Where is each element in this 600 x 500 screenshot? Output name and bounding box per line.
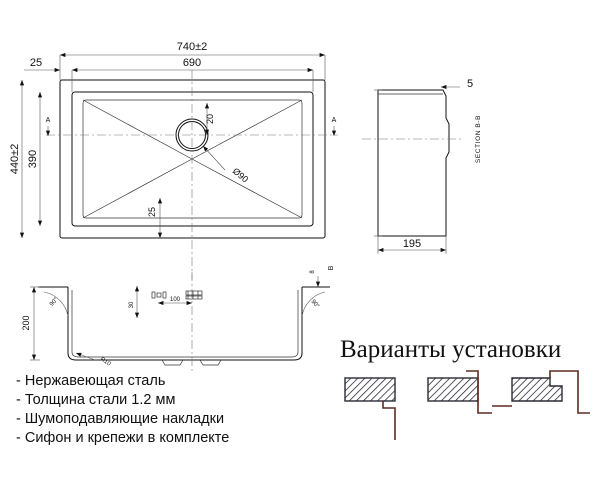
installation-title: Варианты установки [340,336,562,363]
variant2-countertop [427,377,479,402]
feature-item: - Сифон и крепежи в комплекте [16,430,230,446]
dim-section-depth: 195 [403,238,421,250]
dim-drain-height: 30 [129,301,135,308]
installation-variant-1 [344,377,396,440]
section-mark-b: B [328,265,335,270]
dim-inner-width: 690 [183,57,201,69]
section-b-profile [377,89,450,237]
front-drain-dip-left [161,359,184,366]
dim-angle-right: 90° [309,299,320,310]
section-mark-a-right: A [332,117,337,124]
feature-item: - Нержавеющая сталь [16,373,166,389]
sink-bowl-bottom [82,99,303,219]
dim-edge-offset: 25 [30,57,42,69]
section-mark-a-left: A [46,117,51,124]
features-list: - Нержавеющая сталь - Толщина стали 1.2 … [16,372,306,448]
dim-outer-width: 740±2 [177,41,208,53]
front-bowl-inner [71,290,299,358]
variant3-sink-profile [549,370,590,414]
angle-arc-right [301,291,326,317]
dim-inner-height: 390 [27,150,39,168]
drain-detail-glyphs [151,290,203,300]
dim-drain-offset-bottom: 25 [147,207,157,217]
variant1-sink-profile [382,401,396,440]
variant2-sink-profile [466,370,492,414]
variant1-countertop [344,377,396,402]
dim-drain-offset-vertical: 20 [205,114,215,124]
bowl-slope-tr [191,99,303,160]
bowl-slope-tl [82,99,193,160]
dim-lip: 5 [467,78,473,90]
dim-rim-thickness: 8 [310,270,316,274]
leader-corner-radius [75,352,96,361]
feature-item: - Шумоподавляющие накладки [16,411,225,427]
section-b-b-group: 5 195 SECTION B-B [362,78,482,254]
installation-variant-2 [427,370,492,414]
section-a-a-group: 90° 90° 200 R10 8 30 100 [21,270,330,372]
installation-variant-3 [492,370,590,414]
front-bowl-profile [67,287,303,361]
dim-drain-span: 100 [170,297,181,303]
section-b-b-label: SECTION B-B [475,115,482,163]
dim-bowl-depth: 200 [21,315,31,330]
dim-angle-left: 90° [49,297,60,308]
variant3-countertop [511,377,563,402]
leader-drain-diameter [202,145,226,171]
front-drain-dip-right [199,359,222,366]
bowl-slope-bl [82,158,193,219]
angle-arc-left [43,291,69,317]
dim-outer-height: 440±2 [9,144,21,175]
top-view-group: 740±2 690 25 440±2 390 A A 20 [9,41,338,280]
feature-item: - Толщина стали 1.2 мм [16,392,176,408]
sink-inner-bowl [71,91,314,227]
sink-outer-outline [59,79,326,239]
bowl-slope-br [191,158,303,219]
dim-corner-radius: R10 [99,357,112,368]
